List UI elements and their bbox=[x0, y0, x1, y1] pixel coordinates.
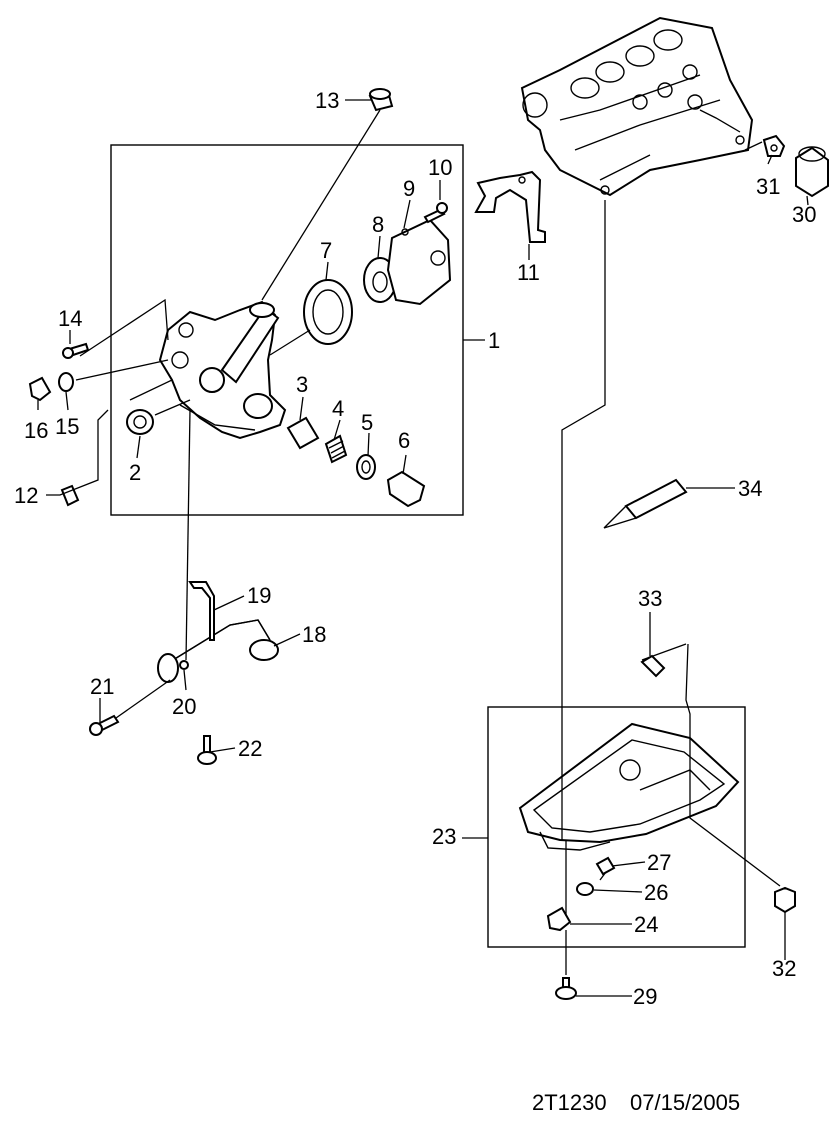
callout-13: 13 bbox=[315, 88, 339, 113]
callout-29: 29 bbox=[633, 984, 657, 1009]
gasket-part-26 bbox=[576, 882, 594, 896]
callout-4: 4 bbox=[332, 396, 344, 421]
callout-21: 21 bbox=[90, 674, 114, 699]
plug-part-24 bbox=[546, 906, 572, 932]
callout-14: 14 bbox=[58, 306, 82, 331]
engine-block bbox=[520, 16, 754, 197]
oil-pump-body bbox=[158, 300, 287, 440]
callout-19: 19 bbox=[247, 583, 271, 608]
callout-30: 30 bbox=[792, 202, 816, 227]
seal-housing-part-11 bbox=[474, 170, 546, 243]
oil-pan-assembly-box bbox=[487, 706, 746, 948]
diagram-date: 07/15/2005 bbox=[630, 1090, 740, 1115]
callout-12: 12 bbox=[14, 483, 38, 508]
bracket-part-19 bbox=[188, 581, 215, 641]
seal-part-15 bbox=[58, 372, 74, 392]
callout-31: 31 bbox=[756, 174, 780, 199]
callout-1: 1 bbox=[488, 328, 500, 353]
callout-34: 34 bbox=[738, 476, 762, 501]
gasket-part-20 bbox=[179, 660, 189, 670]
plug-part-13 bbox=[368, 88, 394, 112]
callout-20: 20 bbox=[172, 694, 196, 719]
callout-27: 27 bbox=[647, 850, 671, 875]
callout-7: 7 bbox=[320, 238, 332, 263]
callout-labels: 1 2 3 4 5 6 7 8 9 10 11 12 13 14 15 16 1… bbox=[14, 88, 816, 1009]
plug-part-6 bbox=[386, 470, 426, 508]
sealant-tube-part-34 bbox=[603, 478, 688, 529]
spring-part-4 bbox=[324, 434, 348, 464]
callout-6: 6 bbox=[398, 428, 410, 453]
oil-filter-part-30 bbox=[795, 146, 829, 198]
callout-16: 16 bbox=[24, 418, 48, 443]
callout-2: 2 bbox=[129, 460, 141, 485]
bolt-part-14 bbox=[62, 342, 90, 359]
bolt-part-22 bbox=[197, 735, 217, 765]
bolt-part-21 bbox=[89, 714, 120, 736]
relief-valve-part-3 bbox=[286, 416, 320, 450]
callout-22: 22 bbox=[238, 736, 262, 761]
bolt-part-29 bbox=[555, 977, 577, 1000]
outer-rotor-part-7 bbox=[303, 279, 353, 345]
callout-26: 26 bbox=[644, 880, 668, 905]
leader-lines bbox=[37, 99, 809, 997]
callout-3: 3 bbox=[296, 372, 308, 397]
cover-screw-part-10 bbox=[423, 202, 448, 224]
callout-18: 18 bbox=[302, 622, 326, 647]
filter-fitting-part-31 bbox=[762, 134, 786, 157]
washer-part-5 bbox=[356, 454, 376, 480]
callout-24: 24 bbox=[634, 912, 658, 937]
sender-part-16 bbox=[28, 376, 52, 402]
diagram-code: 2T1230 bbox=[532, 1090, 607, 1115]
callout-23: 23 bbox=[432, 824, 456, 849]
callout-33: 33 bbox=[638, 586, 662, 611]
callout-8: 8 bbox=[372, 212, 384, 237]
dowel-part-12 bbox=[60, 484, 80, 507]
callout-11: 11 bbox=[517, 260, 540, 285]
pump-cover-part-9 bbox=[386, 218, 452, 306]
oil-pickup-part-18 bbox=[157, 619, 279, 683]
oil-pan-part-23 bbox=[518, 722, 740, 851]
screen-part-27 bbox=[595, 856, 616, 876]
cap-part-32 bbox=[774, 886, 796, 914]
oil-pump-assembly-box bbox=[110, 144, 464, 516]
callout-15: 15 bbox=[55, 414, 79, 439]
callout-9: 9 bbox=[403, 176, 415, 201]
callout-32: 32 bbox=[772, 956, 796, 981]
callout-10: 10 bbox=[428, 155, 452, 180]
seal-part-2 bbox=[126, 409, 154, 435]
callout-5: 5 bbox=[361, 410, 373, 435]
